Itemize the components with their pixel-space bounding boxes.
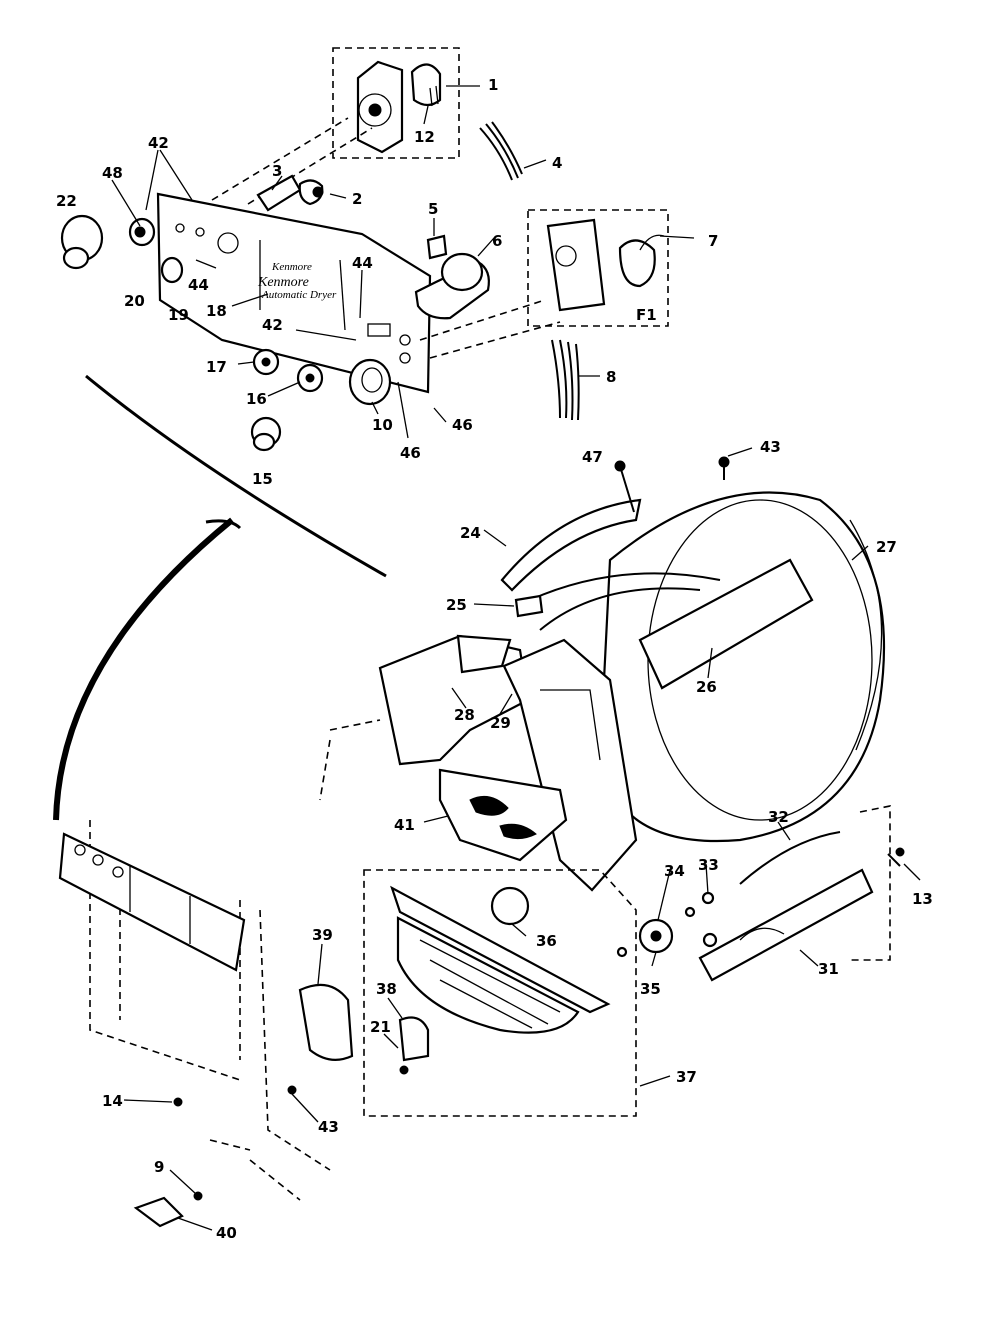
baffle-25 — [514, 594, 544, 618]
callout-32: 32 — [768, 808, 789, 826]
callout-34: 34 — [664, 862, 685, 880]
callout-43-b: 43 — [318, 1118, 339, 1136]
callout-38: 38 — [376, 980, 397, 998]
ring-19 — [160, 256, 184, 284]
knob-10 — [348, 358, 392, 406]
callout-43: 43 — [760, 438, 781, 456]
callout-17: 17 — [206, 358, 227, 376]
callout-1: 1 — [488, 76, 498, 94]
callout-24: 24 — [460, 524, 481, 542]
timer-assembly — [332, 47, 460, 159]
knob-16 — [296, 363, 324, 393]
drum-ring — [529, 572, 721, 631]
callout-33: 33 — [698, 856, 719, 874]
callout-10: 10 — [372, 416, 393, 434]
callout-21: 21 — [370, 1018, 391, 1036]
callout-18: 18 — [206, 302, 227, 320]
wire-harness-8 — [551, 339, 580, 421]
knob-22 — [60, 214, 104, 270]
callout-5: 5 — [428, 200, 438, 218]
lint-duct-41 — [438, 768, 568, 862]
latch-40 — [133, 1196, 184, 1228]
callout-47: 47 — [582, 448, 603, 466]
callout-26: 26 — [696, 678, 717, 696]
panel-brand-line2: Kenmore — [257, 275, 309, 290]
front-bulkhead-28 — [378, 634, 530, 766]
control-panel: Kenmore Kenmore Automatic Dryer — [156, 192, 432, 394]
motor-6 — [414, 252, 490, 320]
callout-20: 20 — [124, 292, 145, 310]
callout-labels: 1 12 4 42 3 2 48 22 20 19 44 18 5 6 7 F1… — [56, 76, 933, 1242]
callout-13: 13 — [912, 890, 933, 908]
leader-lines — [111, 85, 921, 1231]
callout-29: 29 — [490, 714, 511, 732]
callout-4: 4 — [552, 154, 562, 172]
seal-36 — [490, 886, 530, 926]
callout-46-b: 46 — [400, 444, 421, 462]
lower-control-plate — [58, 832, 246, 972]
callout-40: 40 — [216, 1224, 237, 1242]
callout-41: 41 — [394, 816, 415, 834]
lint-screen-39 — [298, 983, 354, 1061]
callout-6: 6 — [492, 232, 502, 250]
bracket-31 — [698, 868, 874, 982]
callout-22: 22 — [56, 192, 77, 210]
switch-parts — [256, 174, 324, 212]
screws — [173, 456, 905, 1201]
callout-31: 31 — [818, 960, 839, 978]
callout-27: 27 — [876, 538, 897, 556]
callout-3: 3 — [272, 162, 282, 180]
knob-17 — [252, 348, 280, 376]
callout-36: 36 — [536, 932, 557, 950]
callout-42-b: 42 — [262, 316, 283, 334]
callout-16: 16 — [246, 390, 267, 408]
callout-7: 7 — [708, 232, 718, 250]
callout-2: 2 — [352, 190, 362, 208]
callout-48: 48 — [102, 164, 123, 182]
callout-44-b: 44 — [352, 254, 373, 272]
callout-46: 46 — [452, 416, 473, 434]
idler-35 — [638, 918, 674, 954]
knob-20 — [128, 217, 156, 247]
callout-19: 19 — [168, 306, 189, 324]
callout-F1: F1 — [636, 306, 657, 324]
callout-39: 39 — [312, 926, 333, 944]
callout-14: 14 — [102, 1092, 123, 1110]
callout-42: 42 — [148, 134, 169, 152]
cabinet-top-arc — [53, 374, 387, 821]
knob-15 — [250, 416, 282, 452]
panel-brand-line3: Automatic Dryer — [261, 289, 337, 301]
callout-15: 15 — [252, 470, 273, 488]
switch-assembly-7 — [527, 209, 669, 327]
callout-12: 12 — [414, 128, 435, 146]
right-dashed-frame — [848, 805, 891, 961]
callout-25: 25 — [446, 596, 467, 614]
panel-brand-line1: Kenmore — [271, 261, 312, 273]
callout-8: 8 — [606, 368, 616, 386]
callout-35: 35 — [640, 980, 661, 998]
callout-44: 44 — [188, 276, 209, 294]
lint-filter-assembly-37 — [363, 869, 637, 1117]
wire-harness-4 — [479, 121, 523, 181]
belt-32 — [739, 831, 841, 885]
callout-28: 28 — [454, 706, 475, 724]
seal-24 — [500, 498, 642, 592]
drum-seal-29 — [502, 638, 638, 892]
callout-9: 9 — [154, 1158, 164, 1176]
callout-37: 37 — [676, 1068, 697, 1086]
switch-5 — [426, 234, 448, 260]
drum-27 — [598, 491, 886, 843]
